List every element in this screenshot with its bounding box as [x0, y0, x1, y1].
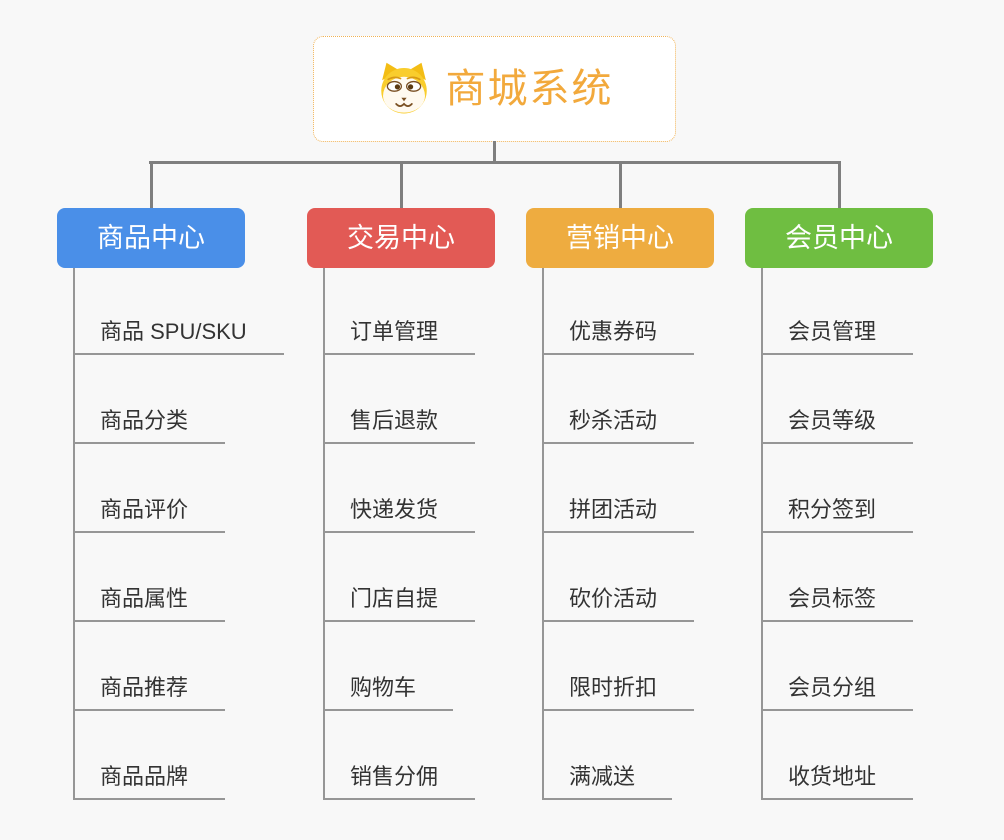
leaf-list: 优惠券码 秒杀活动 拼团活动 砍价活动 限时折扣 满减送 [542, 266, 695, 800]
leaf-node[interactable]: 收货地址 [761, 764, 914, 800]
category-label: 营销中心 [566, 222, 674, 253]
leaf-node[interactable]: 售后退款 [323, 408, 476, 444]
leaf-node[interactable]: 商品属性 [73, 586, 226, 622]
leaf-row: 限时折扣 [542, 622, 695, 711]
leaf-row: 收货地址 [761, 711, 914, 800]
leaf-node[interactable]: 购物车 [323, 675, 454, 711]
leaf-row: 会员管理 [761, 266, 914, 355]
leaf-row: 商品评价 [73, 444, 284, 533]
connector-root-drop [493, 141, 496, 163]
leaf-node[interactable]: 商品品牌 [73, 764, 226, 800]
leaf-node[interactable]: 积分签到 [761, 497, 914, 533]
category-node[interactable]: 会员中心 [745, 208, 933, 268]
leaf-node[interactable]: 商品 SPU/SKU [73, 319, 284, 355]
leaf-node[interactable]: 会员分组 [761, 675, 914, 711]
leaf-list: 商品 SPU/SKU 商品分类 商品评价 商品属性 商品推荐 商品品牌 [73, 266, 284, 800]
leaf-node[interactable]: 优惠券码 [542, 319, 695, 355]
connector-branch-drop [618, 161, 622, 208]
category-label: 交易中心 [347, 222, 455, 253]
leaf-node[interactable]: 商品分类 [73, 408, 226, 444]
leaf-node[interactable]: 商品推荐 [73, 675, 226, 711]
branch-2: 交易中心 订单管理 售后退款 快递发货 门店自提 购物车 销售分佣 [307, 161, 495, 800]
leaf-node[interactable]: 秒杀活动 [542, 408, 695, 444]
root-node[interactable]: 商城系统 [313, 36, 676, 142]
leaf-node[interactable]: 会员等级 [761, 408, 914, 444]
leaf-row: 会员等级 [761, 355, 914, 444]
connector-horizontal-bar [149, 161, 840, 164]
dog-face-icon [376, 61, 432, 117]
branch-trunk-line [323, 268, 325, 800]
leaf-list: 订单管理 售后退款 快递发货 门店自提 购物车 销售分佣 [323, 266, 476, 800]
leaf-node[interactable]: 门店自提 [323, 586, 476, 622]
leaf-node[interactable]: 满减送 [542, 764, 673, 800]
connector-branch-drop [399, 161, 403, 208]
category-node[interactable]: 营销中心 [526, 208, 714, 268]
leaf-node[interactable]: 快递发货 [323, 497, 476, 533]
branch-3: 营销中心 优惠券码 秒杀活动 拼团活动 砍价活动 限时折扣 满减送 [526, 161, 714, 800]
leaf-node[interactable]: 订单管理 [323, 319, 476, 355]
leaf-row: 商品 SPU/SKU [73, 266, 284, 355]
leaf-row: 订单管理 [323, 266, 476, 355]
branch-1: 商品中心 商品 SPU/SKU 商品分类 商品评价 商品属性 商品推荐 商品品牌 [57, 161, 284, 800]
category-node[interactable]: 商品中心 [57, 208, 245, 268]
leaf-row: 会员标签 [761, 533, 914, 622]
leaf-row: 售后退款 [323, 355, 476, 444]
leaf-node[interactable]: 砍价活动 [542, 586, 695, 622]
leaf-row: 商品分类 [73, 355, 284, 444]
branch-trunk-line [761, 268, 763, 800]
leaf-row: 销售分佣 [323, 711, 476, 800]
category-label: 会员中心 [785, 222, 893, 253]
leaf-row: 积分签到 [761, 444, 914, 533]
branch-trunk-line [73, 268, 75, 800]
leaf-node[interactable]: 会员标签 [761, 586, 914, 622]
leaf-row: 满减送 [542, 711, 694, 800]
connector-branch-drop [149, 161, 153, 208]
leaf-node[interactable]: 拼团活动 [542, 497, 695, 533]
leaf-list: 会员管理 会员等级 积分签到 会员标签 会员分组 收货地址 [761, 266, 914, 800]
leaf-node[interactable]: 商品评价 [73, 497, 226, 533]
leaf-row: 商品推荐 [73, 622, 284, 711]
leaf-row: 会员分组 [761, 622, 914, 711]
connector-branch-drop [837, 161, 841, 208]
leaf-row: 门店自提 [323, 533, 476, 622]
leaf-row: 商品属性 [73, 533, 284, 622]
category-label: 商品中心 [97, 222, 205, 253]
leaf-row: 快递发货 [323, 444, 476, 533]
branch-4: 会员中心 会员管理 会员等级 积分签到 会员标签 会员分组 收货地址 [745, 161, 933, 800]
branch-trunk-line [542, 268, 544, 800]
leaf-row: 优惠券码 [542, 266, 695, 355]
category-node[interactable]: 交易中心 [307, 208, 495, 268]
leaf-row: 购物车 [323, 622, 475, 711]
leaf-node[interactable]: 会员管理 [761, 319, 914, 355]
leaf-row: 砍价活动 [542, 533, 695, 622]
leaf-node[interactable]: 销售分佣 [323, 764, 476, 800]
leaf-row: 秒杀活动 [542, 355, 695, 444]
root-label: 商城系统 [445, 67, 614, 111]
leaf-row: 拼团活动 [542, 444, 695, 533]
leaf-row: 商品品牌 [73, 711, 284, 800]
leaf-node[interactable]: 限时折扣 [542, 675, 695, 711]
